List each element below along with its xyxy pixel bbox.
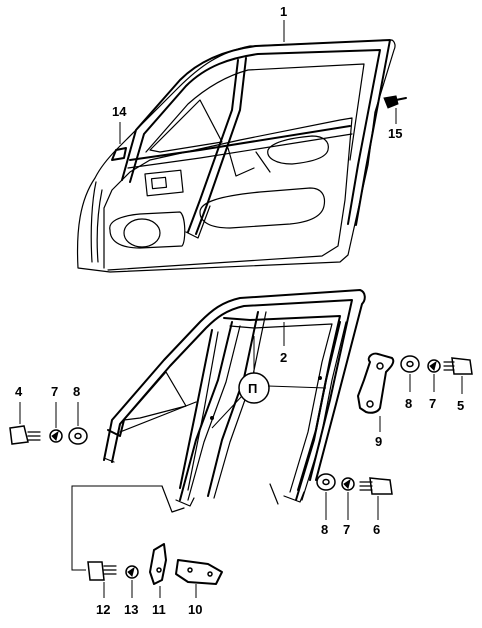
callout-6: 6 xyxy=(373,522,380,537)
lockwasher-part-13 xyxy=(125,565,139,598)
callout-7-upper-right: 7 xyxy=(429,396,436,411)
callout-8-upper-right: 8 xyxy=(405,396,412,411)
lockwasher-part-7b xyxy=(341,477,355,520)
washer-part-8a xyxy=(400,355,420,392)
callout-7-left: 7 xyxy=(51,384,58,399)
clip-part-11 xyxy=(149,543,167,598)
callout-1: 1 xyxy=(280,4,287,19)
bolt-part-6 xyxy=(359,477,393,520)
clip-part-14 xyxy=(111,122,127,161)
bolt-part-12 xyxy=(87,561,117,598)
callout-9: 9 xyxy=(375,434,382,449)
callout-8-left: 8 xyxy=(73,384,80,399)
lockwasher-part-7c xyxy=(49,402,63,443)
callout-12: 12 xyxy=(96,602,110,617)
leader-bracket-lower xyxy=(71,485,162,571)
door-assembly xyxy=(76,39,396,273)
washer-part-8b xyxy=(316,473,336,520)
callout-13: 13 xyxy=(124,602,138,617)
callout-14: 14 xyxy=(112,104,127,119)
callout-5: 5 xyxy=(457,398,464,413)
callout-2: 2 xyxy=(280,350,287,365)
lockwasher-part-7a xyxy=(427,359,441,392)
bolt-part-4 xyxy=(9,402,41,445)
window-frame-seal xyxy=(103,289,366,513)
callout-7-lower-right: 7 xyxy=(343,522,350,537)
bracket-part-10 xyxy=(175,559,223,598)
callout-circle-label: П xyxy=(248,381,257,396)
callout-15: 15 xyxy=(388,126,402,141)
callout-11: 11 xyxy=(152,602,166,617)
bolt-part-5 xyxy=(443,357,473,394)
callout-10: 10 xyxy=(188,602,202,617)
washer-part-8c xyxy=(68,402,88,445)
callout-circle xyxy=(211,336,327,429)
callout-8-lower-right: 8 xyxy=(321,522,328,537)
fastener-part-15 xyxy=(383,95,407,124)
callout-4: 4 xyxy=(15,384,23,399)
bracket-part-9 xyxy=(357,352,395,432)
